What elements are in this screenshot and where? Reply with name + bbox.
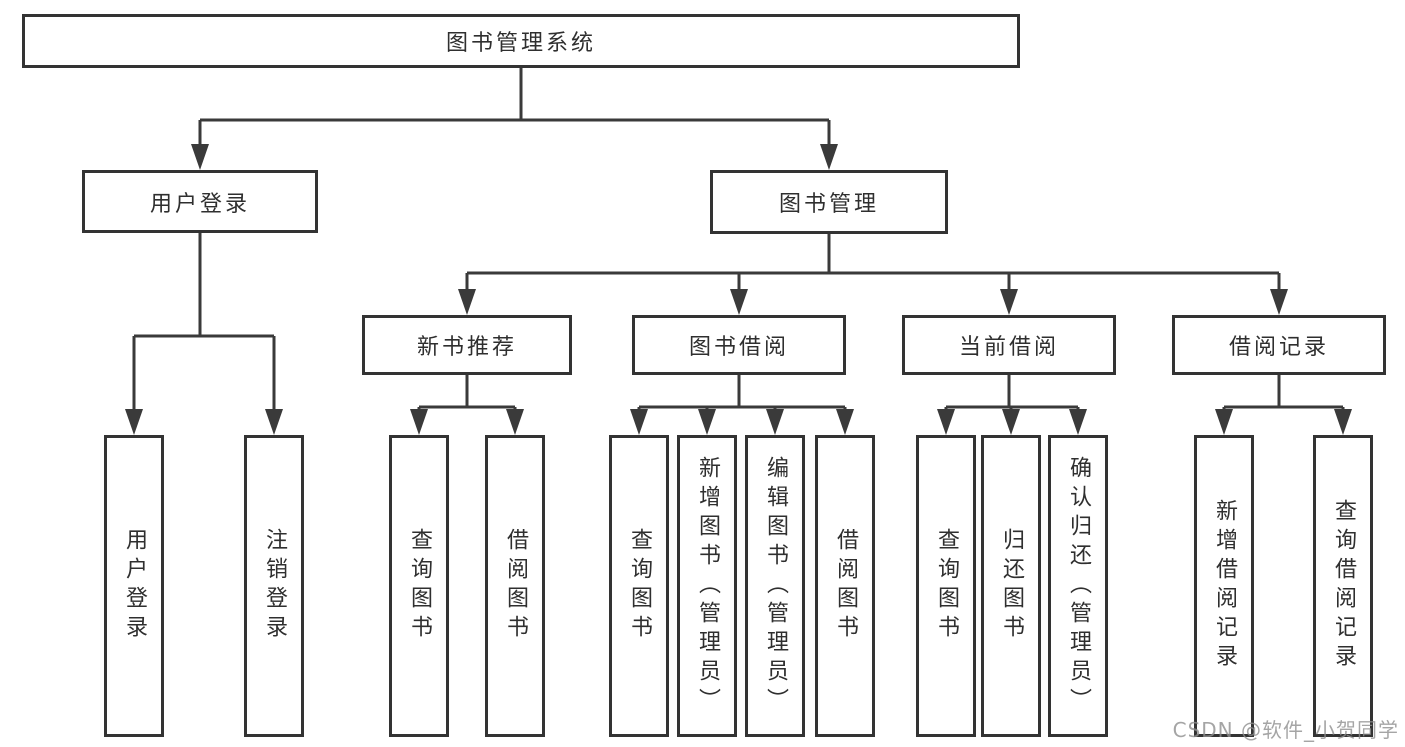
leaf-query-books-recommend: 查询图书 — [389, 435, 449, 737]
node-label: 归还图书 — [999, 528, 1024, 644]
node-label: 注销登录 — [262, 528, 287, 644]
arrowhead-icon — [506, 409, 524, 435]
leaf-edit-book-admin: 编辑图书（管理员） — [745, 435, 805, 737]
node-label: 查询图书 — [627, 528, 652, 644]
node-label: 用户登录 — [122, 528, 147, 644]
connector-borrow-records-children — [1222, 375, 1345, 412]
node-label: 查询图书 — [407, 528, 432, 644]
node-label: 借阅记录 — [1228, 335, 1329, 360]
arrowhead-icon — [265, 409, 283, 435]
arrowhead-icon — [1215, 409, 1233, 435]
arrowhead-icon — [1000, 289, 1018, 315]
node-label: 查询图书 — [934, 528, 959, 644]
node-label: 新增图书（管理员） — [695, 455, 720, 717]
connector-current-borrow-children — [944, 375, 1080, 412]
leaf-query-books-borrow: 查询图书 — [609, 435, 669, 737]
arrowhead-icon — [458, 289, 476, 315]
arrowhead-icon — [730, 289, 748, 315]
leaf-return-book: 归还图书 — [981, 435, 1041, 737]
node-label: 新增借阅记录 — [1212, 499, 1237, 673]
node-label: 新书推荐 — [416, 335, 517, 360]
node-book-borrow: 图书借阅 — [632, 315, 846, 375]
leaf-query-books-current: 查询图书 — [916, 435, 976, 737]
arrowhead-icon — [836, 409, 854, 435]
leaf-borrow-books-recommend: 借阅图书 — [485, 435, 545, 737]
arrowhead-icon — [1270, 289, 1288, 315]
node-borrow-records: 借阅记录 — [1172, 315, 1386, 375]
node-label: 当前借阅 — [958, 335, 1059, 360]
arrowhead-icon — [1334, 409, 1352, 435]
arrowhead-icon — [410, 409, 428, 435]
node-root-system: 图书管理系统 — [22, 14, 1020, 68]
arrowhead-icon — [1069, 409, 1087, 435]
node-label: 借阅图书 — [503, 528, 528, 644]
connector-root-to-level2 — [198, 68, 831, 146]
arrowheads — [125, 144, 1352, 435]
connector-user-login-children — [132, 233, 276, 411]
node-current-borrow: 当前借阅 — [902, 315, 1116, 375]
arrowhead-icon — [766, 409, 784, 435]
arrowhead-icon — [191, 144, 209, 170]
node-label: 确认归还（管理员） — [1066, 455, 1091, 717]
arrowhead-icon — [937, 409, 955, 435]
arrowhead-icon — [1002, 409, 1020, 435]
node-label: 查询借阅记录 — [1331, 499, 1356, 673]
connector-book-borrow-children — [637, 375, 847, 412]
arrowhead-icon — [125, 409, 143, 435]
connector-book-management-children — [465, 234, 1281, 291]
node-user-login: 用户登录 — [82, 170, 318, 233]
connector-new-book-children — [417, 375, 517, 412]
leaf-add-borrow-record: 新增借阅记录 — [1194, 435, 1254, 737]
node-book-management: 图书管理 — [710, 170, 948, 234]
leaf-user-login: 用户登录 — [104, 435, 164, 737]
leaf-query-borrow-record: 查询借阅记录 — [1313, 435, 1373, 737]
node-label: 用户登录 — [149, 191, 250, 217]
node-label: 图书管理系统 — [445, 31, 596, 56]
leaf-add-book-admin: 新增图书（管理员） — [677, 435, 737, 737]
node-label: 借阅图书 — [833, 528, 858, 644]
arrowhead-icon — [698, 409, 716, 435]
arrowhead-icon — [630, 409, 648, 435]
arrowhead-icon — [820, 144, 838, 170]
node-label: 图书借阅 — [688, 335, 789, 360]
node-new-book-recommend: 新书推荐 — [362, 315, 572, 375]
node-label: 图书管理 — [778, 192, 879, 217]
leaf-confirm-return-admin: 确认归还（管理员） — [1048, 435, 1108, 737]
node-label: 编辑图书（管理员） — [763, 455, 788, 717]
leaf-borrow-books-2: 借阅图书 — [815, 435, 875, 737]
leaf-logout: 注销登录 — [244, 435, 304, 737]
